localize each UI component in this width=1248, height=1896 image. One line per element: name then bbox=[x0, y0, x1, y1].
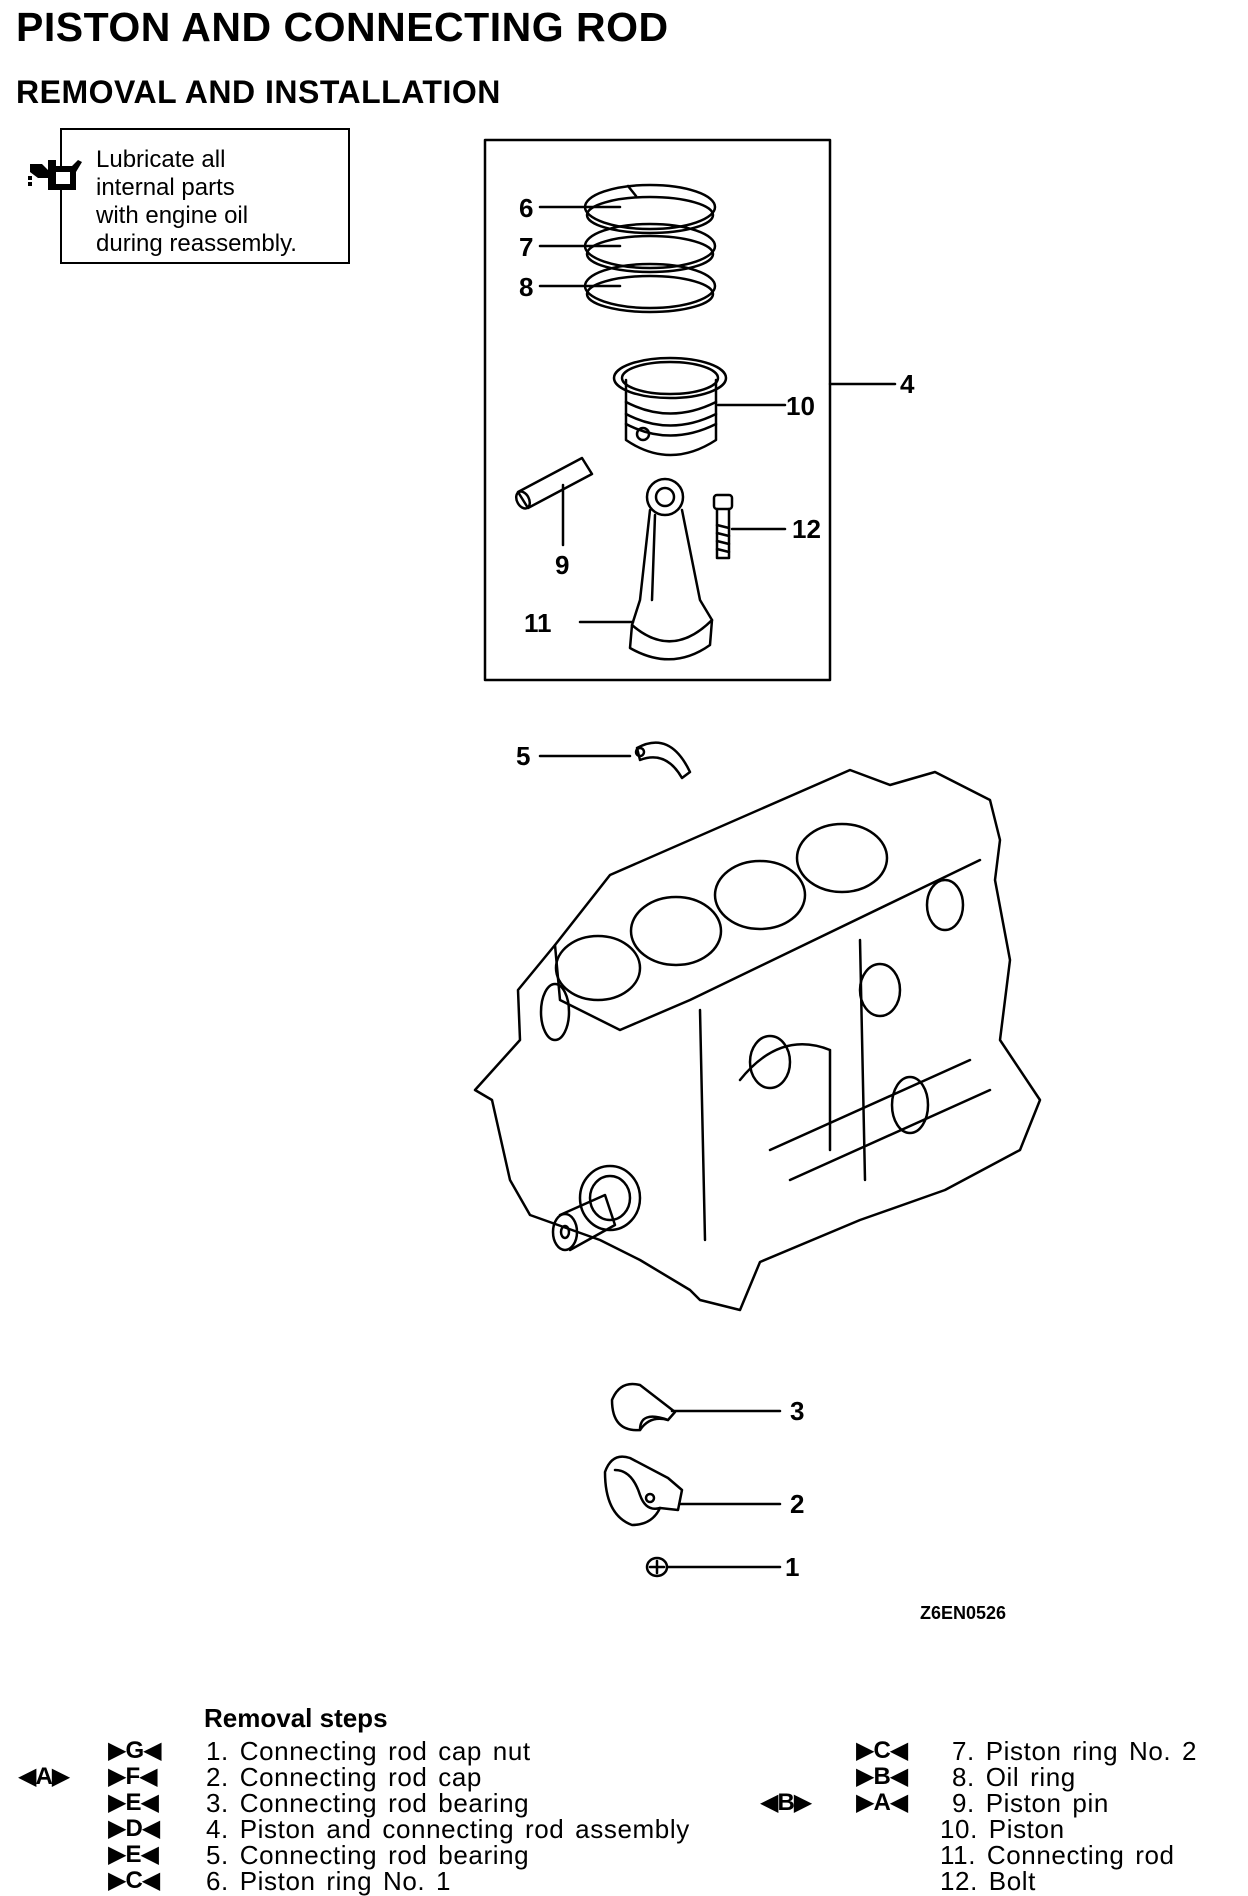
connecting-rod-bearing-upper bbox=[634, 741, 692, 780]
step-3: 3. Connecting rod bearing bbox=[206, 1788, 530, 1818]
callout-11: 11 bbox=[524, 608, 552, 638]
step-9-extra-mark: ◀B▶ bbox=[760, 1789, 812, 1816]
connecting-rod-bearing-lower bbox=[610, 1382, 677, 1432]
step-1: 1. Connecting rod cap nut bbox=[206, 1736, 531, 1766]
callout-8: 8 bbox=[519, 272, 533, 302]
connecting-rod-bolt bbox=[712, 493, 734, 560]
connecting-rod-cap bbox=[603, 1455, 684, 1527]
lubrication-note-text: Lubricate all internal parts with engine… bbox=[96, 146, 297, 257]
page-subtitle: REMOVAL AND INSTALLATION bbox=[16, 74, 501, 110]
removal-steps-heading: Removal steps bbox=[204, 1703, 388, 1733]
step-2: 2. Connecting rod cap bbox=[206, 1762, 482, 1792]
step-11: 11. Connecting rod bbox=[940, 1840, 1175, 1870]
callout-2: 2 bbox=[790, 1489, 804, 1519]
callout-6: 6 bbox=[519, 193, 533, 223]
step-8: 8. Oil ring bbox=[952, 1762, 1076, 1792]
callout-4: 4 bbox=[900, 369, 915, 399]
piston-assembly-frame bbox=[483, 138, 832, 682]
callout-1: 1 bbox=[785, 1552, 799, 1582]
step-5: 5. Connecting rod bearing bbox=[206, 1840, 530, 1870]
step-4-mark: ▶D◀ bbox=[108, 1815, 160, 1842]
connecting-rod-cap-nut bbox=[645, 1556, 669, 1578]
step-7: 7. Piston ring No. 2 bbox=[952, 1736, 1198, 1766]
step-9: 9. Piston pin bbox=[952, 1788, 1109, 1818]
callout-12: 12 bbox=[792, 514, 821, 544]
connecting-rod bbox=[628, 477, 714, 661]
step-8-mark: ▶B◀ bbox=[856, 1763, 908, 1790]
step-6-mark: ▶C◀ bbox=[108, 1867, 160, 1894]
lubrication-note-box bbox=[60, 128, 350, 264]
step-12: 12. Bolt bbox=[940, 1866, 1036, 1896]
step-3-mark: ▶E◀ bbox=[108, 1789, 159, 1816]
figure-code: Z6EN0526 bbox=[920, 1603, 1007, 1623]
piston-pin bbox=[514, 456, 594, 510]
step-2-extra-mark: ◀A▶ bbox=[18, 1763, 70, 1790]
crankshaft-end bbox=[551, 1164, 642, 1252]
callout-7: 7 bbox=[519, 232, 533, 262]
step-6: 6. Piston ring No. 1 bbox=[206, 1866, 452, 1896]
piston bbox=[612, 356, 728, 457]
step-5-mark: ▶E◀ bbox=[108, 1841, 159, 1868]
cylinder-block bbox=[473, 768, 1042, 1312]
step-7-mark: ▶C◀ bbox=[856, 1737, 908, 1764]
oil-can-icon bbox=[28, 160, 82, 190]
page-title: PISTON AND CONNECTING ROD bbox=[16, 4, 669, 50]
step-9-mark: ▶A◀ bbox=[856, 1789, 908, 1816]
step-1-mark: ▶G◀ bbox=[108, 1737, 162, 1764]
callout-9: 9 bbox=[555, 550, 569, 580]
piston-ring-1 bbox=[583, 183, 717, 235]
step-4: 4. Piston and connecting rod assembly bbox=[206, 1814, 690, 1844]
callout-3: 3 bbox=[790, 1396, 804, 1426]
step-2-mark: ▶F◀ bbox=[108, 1763, 158, 1790]
callout-5: 5 bbox=[516, 741, 530, 771]
step-10: 10. Piston bbox=[940, 1814, 1065, 1844]
exploded-diagram: 6 7 8 10 4 12 9 11 5 3 2 1 bbox=[473, 138, 1042, 1582]
callout-10: 10 bbox=[786, 391, 815, 421]
